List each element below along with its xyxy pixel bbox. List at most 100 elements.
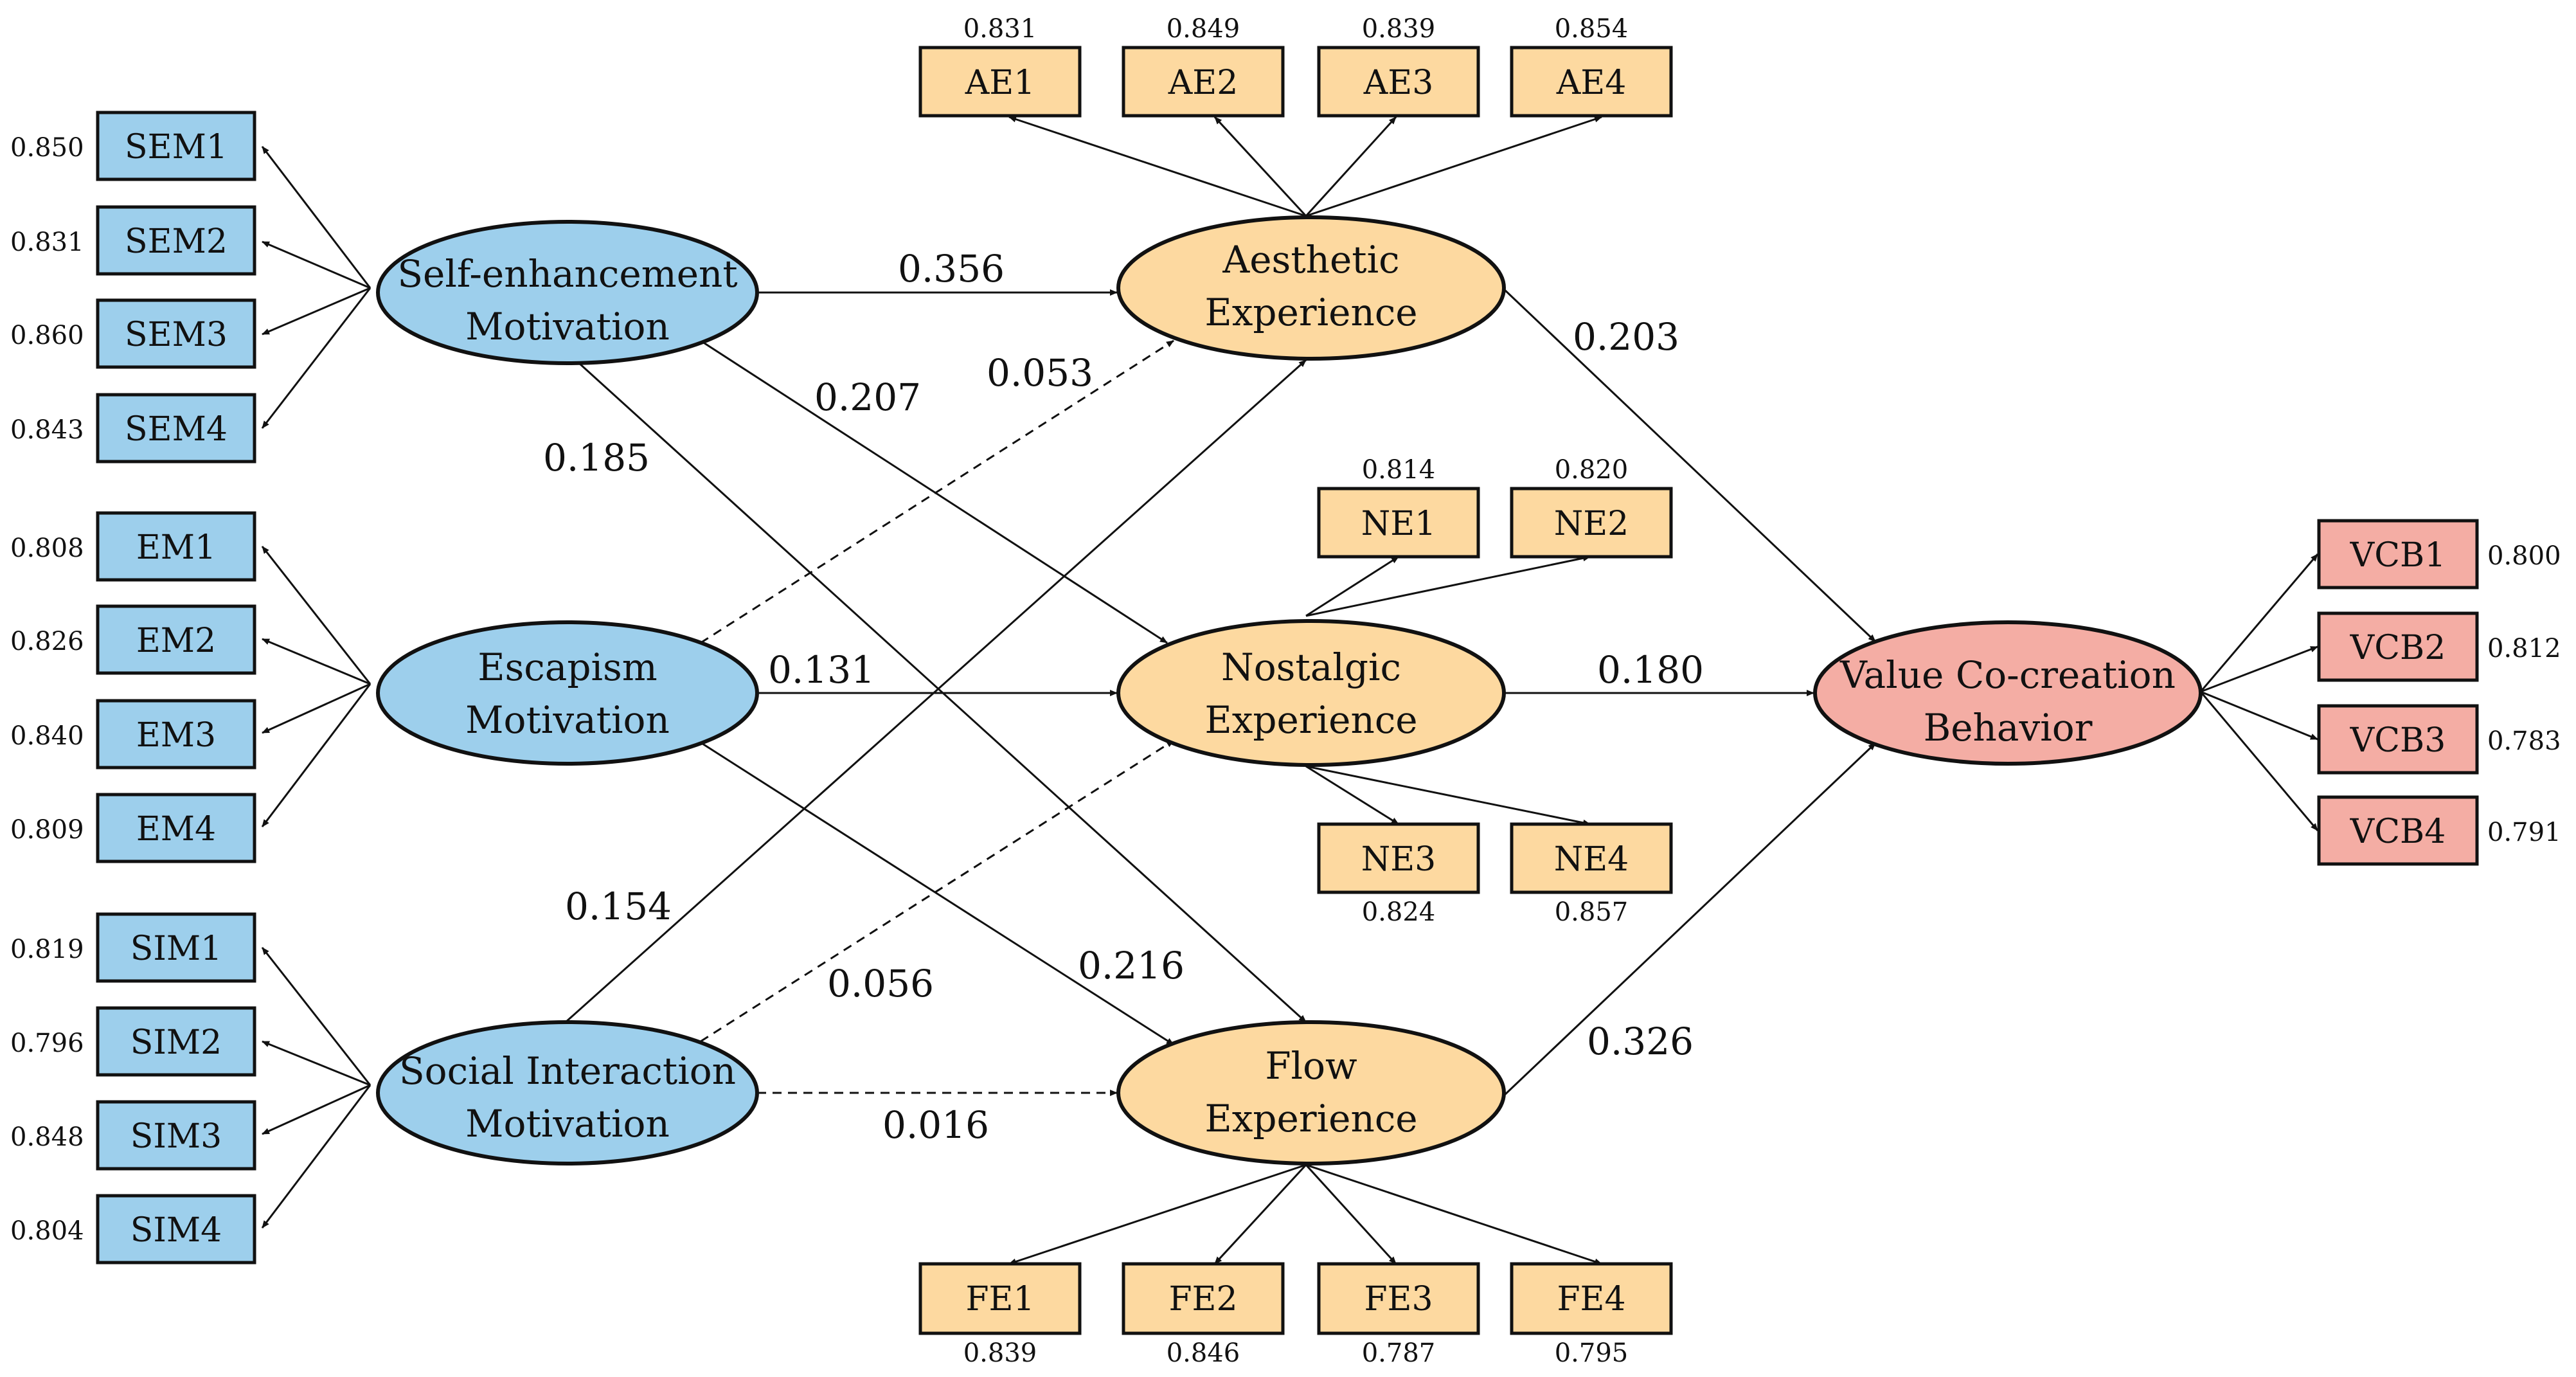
- arrow-sem-sem2: [262, 240, 371, 289]
- construct-ae-line1: Aesthetic: [1222, 238, 1399, 282]
- indicator-sem2: SEM2 0.831: [10, 205, 256, 276]
- indicator-vcb4-loading: 0.791: [2487, 818, 2561, 847]
- arrow-ne-ne4: [1305, 765, 1591, 826]
- indicator-ae3-label: AE3: [1363, 64, 1434, 102]
- coef-em-fe: 0.216: [1078, 944, 1185, 987]
- construct-ae-ellipse: [1116, 215, 1506, 361]
- indicator-ne3-label: NE3: [1361, 840, 1436, 879]
- path-ae-vcb: [1501, 287, 1877, 643]
- indicator-ne2-label: NE2: [1554, 505, 1629, 543]
- construct-sim-ellipse: [376, 1020, 759, 1166]
- indicator-fe3-label: FE3: [1364, 1280, 1433, 1318]
- indicator-ne3-box: [1317, 822, 1480, 894]
- indicator-em3-loading: 0.840: [10, 721, 84, 751]
- coef-sem-fe: 0.185: [543, 436, 650, 480]
- indicator-ne1: NE1 0.814: [1317, 455, 1480, 559]
- indicator-ne4-loading: 0.857: [1555, 897, 1629, 927]
- indicator-vcb2: VCB2 0.812: [2317, 611, 2561, 682]
- indicator-sim3-loading: 0.848: [10, 1122, 84, 1152]
- coef-ne-vcb: 0.180: [1597, 648, 1704, 692]
- path-fe-vcb: [1501, 742, 1877, 1098]
- indicator-ae3-loading: 0.839: [1362, 14, 1436, 44]
- indicator-em1-label: EM1: [136, 528, 216, 567]
- indicator-fe1-loading: 0.839: [963, 1338, 1037, 1368]
- coef-sim-ae: 0.154: [565, 885, 672, 928]
- indicator-fe1-box: [918, 1262, 1082, 1335]
- indicator-sem3: SEM3 0.860: [10, 298, 256, 369]
- indicator-vcb2-loading: 0.812: [2487, 634, 2561, 663]
- indicator-em2-loading: 0.826: [10, 627, 84, 656]
- arrow-sim-sim1: [261, 947, 371, 1086]
- coef-ae-vcb: 0.203: [1573, 315, 1679, 359]
- indicator-sim2-box: [96, 1006, 256, 1077]
- indicator-ae2-loading: 0.849: [1167, 14, 1240, 44]
- indicator-fe3-loading: 0.787: [1362, 1338, 1436, 1368]
- arrow-sim-sim2: [262, 1040, 371, 1086]
- indicator-ae1-box: [918, 46, 1082, 118]
- path-sem-ne: [700, 339, 1168, 644]
- arrow-ae-ae4: [1305, 116, 1602, 217]
- indicator-em4-loading: 0.809: [10, 815, 84, 845]
- indicator-em1-loading: 0.808: [10, 534, 84, 563]
- indicator-sim2-loading: 0.796: [10, 1029, 84, 1058]
- indicator-vcb2-label: VCB2: [2350, 629, 2446, 667]
- construct-sem-line2: Motivation: [465, 305, 670, 348]
- coef-sim-ne: 0.056: [827, 962, 934, 1005]
- path-coefficients: 0.356 0.207 0.185 0.053 0.131 0.216 0.15…: [543, 247, 1704, 1147]
- indicator-sim1-box: [96, 912, 256, 983]
- indicator-sem1-label: SEM1: [125, 128, 228, 166]
- arrow-sem-sem1: [261, 146, 371, 289]
- indicator-sem1: SEM1 0.850: [10, 111, 256, 181]
- indicator-sem4-loading: 0.843: [10, 415, 84, 445]
- indicator-ae3-box: [1317, 46, 1480, 118]
- indicator-ne1-loading: 0.814: [1362, 455, 1436, 485]
- construct-em: Escapism Motivation: [376, 620, 759, 766]
- path-em-fe: [700, 741, 1174, 1046]
- indicator-em4-box: [96, 793, 256, 863]
- indicator-sem4-box: [96, 393, 256, 464]
- indicator-vcb4: VCB4 0.791: [2317, 795, 2561, 866]
- indicator-vcb1: VCB1 0.800: [2317, 519, 2561, 590]
- indicator-fe4-box: [1510, 1262, 1673, 1335]
- arrow-ne-ne2: [1305, 555, 1591, 617]
- indicator-fe2-label: FE2: [1168, 1280, 1237, 1318]
- arrow-fe-fe2: [1213, 1164, 1307, 1265]
- indicator-fe4-label: FE4: [1557, 1280, 1625, 1318]
- indicator-ne4: NE4 0.857: [1510, 822, 1673, 927]
- indicator-sim3: SIM3 0.848: [10, 1100, 256, 1171]
- coef-sem-ae: 0.356: [898, 247, 1005, 291]
- indicator-em1: EM1 0.808: [10, 511, 256, 582]
- coef-em-ae: 0.053: [987, 351, 1093, 395]
- construct-fe-line1: Flow: [1265, 1044, 1357, 1088]
- indicator-sem3-box: [96, 298, 256, 369]
- indicator-sim1: SIM1 0.819: [10, 912, 256, 983]
- indicator-vcb4-box: [2317, 795, 2479, 866]
- construct-ne-line2: Experience: [1204, 698, 1417, 742]
- indicator-ae2-label: AE2: [1168, 64, 1239, 102]
- indicator-ae4: AE4 0.854: [1510, 14, 1673, 118]
- path-em-ae: [700, 339, 1174, 644]
- indicator-fe3: FE3 0.787: [1317, 1262, 1480, 1368]
- indicator-ae2-box: [1122, 46, 1285, 118]
- construct-fe-line2: Experience: [1204, 1097, 1417, 1140]
- construct-vcb-line1: Value Co-creation: [1839, 653, 2176, 697]
- indicator-em2-box: [96, 604, 256, 675]
- indicator-em3: EM3 0.840: [10, 699, 256, 770]
- arrow-vcb-vcb1: [2199, 554, 2319, 692]
- construct-sim-line1: Social Interaction: [399, 1049, 736, 1093]
- indicator-sim2: SIM2 0.796: [10, 1006, 256, 1077]
- arrow-ae-ae3: [1305, 116, 1397, 217]
- indicator-ne3: NE3 0.824: [1317, 822, 1480, 927]
- construct-sem-ellipse: [376, 220, 759, 365]
- indicator-fe1-label: FE1: [965, 1280, 1034, 1318]
- indicator-ae1-loading: 0.831: [963, 14, 1037, 44]
- indicator-sem4-label: SEM4: [125, 410, 228, 449]
- indicator-sem2-loading: 0.831: [10, 228, 84, 257]
- indicator-fe1: FE1 0.839: [918, 1262, 1082, 1368]
- arrow-ae-ae2: [1213, 116, 1307, 217]
- indicator-fe2-loading: 0.846: [1167, 1338, 1240, 1368]
- indicator-ne2: NE2 0.820: [1510, 455, 1673, 559]
- indicator-arrows: [261, 116, 2319, 1265]
- construct-ne: Nostalgic Experience: [1116, 619, 1506, 767]
